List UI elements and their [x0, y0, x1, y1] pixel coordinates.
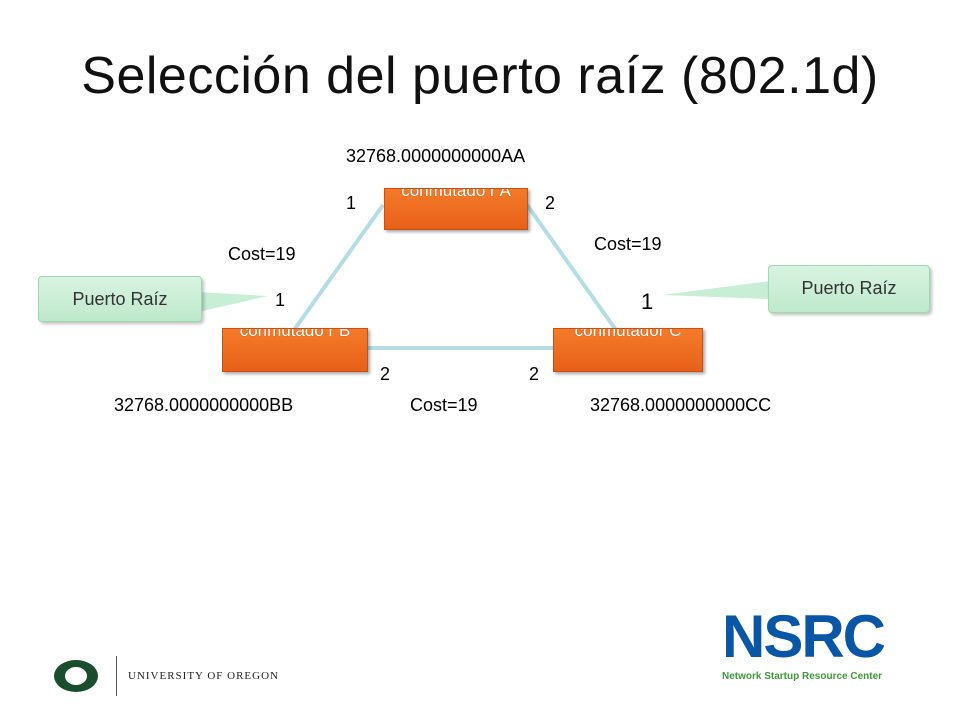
link-a-b [292, 203, 385, 332]
university-oregon-logo-icon [54, 660, 98, 692]
bridge-id-c: 32768.0000000000CC [590, 395, 772, 415]
callout-root-port-c: Puerto Raíz [768, 265, 930, 313]
callout-left-pointer [198, 292, 268, 312]
port-a-2: 2 [545, 193, 556, 213]
port-b-2: 2 [380, 364, 391, 384]
switch-c-label: conmutador C [574, 328, 682, 340]
port-c-2: 2 [529, 364, 540, 384]
port-c-1: 1 [641, 289, 654, 314]
bridge-id-a: 32768.0000000000AA [346, 146, 526, 166]
port-a-1: 1 [346, 193, 357, 213]
cost-a-b: Cost=19 [228, 244, 296, 264]
callout-right-pointer [662, 281, 770, 299]
switch-c: conmutador C [553, 328, 703, 372]
cost-a-c: Cost=19 [594, 234, 662, 254]
port-b-1: 1 [275, 290, 286, 310]
footer-separator [116, 656, 117, 696]
switch-b: conmutado r B [222, 328, 368, 372]
switch-a: conmutado r A [384, 188, 528, 230]
cost-b-c: Cost=19 [410, 395, 478, 415]
nsrc-tagline: Network Startup Resource Center [722, 671, 883, 682]
link-a-c [525, 203, 618, 332]
switch-b-label: conmutado r B [239, 328, 351, 340]
nsrc-logo: NSRC [722, 603, 886, 670]
slide-title: Selección del puerto raíz (802.1d) [81, 47, 879, 105]
university-name: UNIVERSITY OF OREGON [128, 670, 279, 682]
switch-a-label: conmutado r A [401, 188, 511, 200]
bridge-id-b: 32768.0000000000BB [114, 395, 294, 415]
callout-root-port-b: Puerto Raíz [38, 276, 202, 322]
